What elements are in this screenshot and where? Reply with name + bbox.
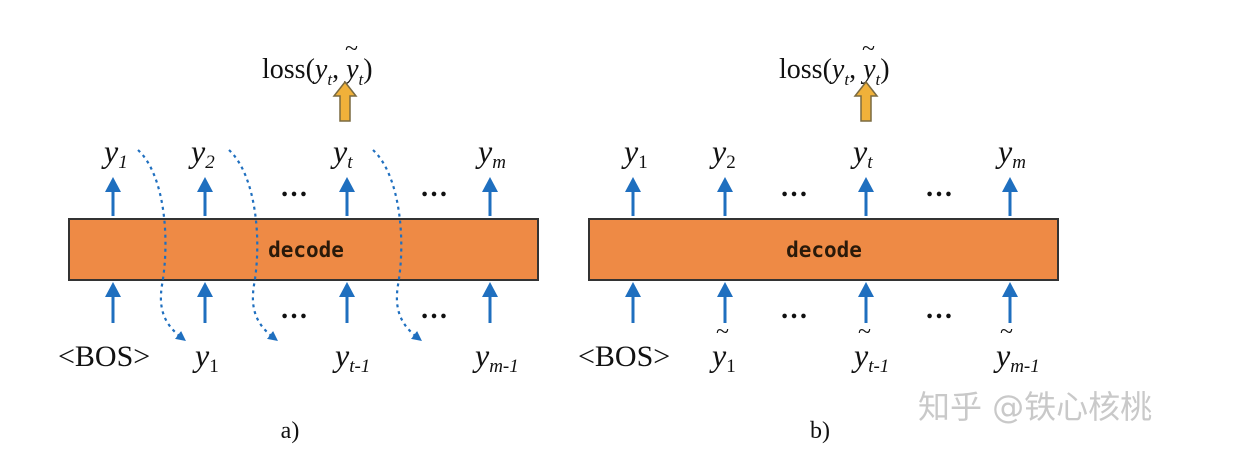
input-label-bos: <BOS> <box>58 340 150 373</box>
up-arrow-icon <box>339 282 355 297</box>
ellipsis-bottom-2: … <box>925 294 953 325</box>
input-tilde-m-1: ~ <box>1000 319 1013 345</box>
up-arrow-icon <box>858 282 874 297</box>
loss-pred-tilde: ~ <box>862 36 875 62</box>
loss-arrow-icon <box>332 80 358 122</box>
input-tilde-1: ~ <box>716 319 729 345</box>
ellipsis-bottom-1: … <box>280 294 308 325</box>
ellipsis-bottom-2: … <box>420 294 448 325</box>
up-arrow-icon <box>625 282 641 297</box>
ellipsis-top-2: … <box>420 172 448 203</box>
panel-b: loss(yt, yt) ~ y1 y2 yt ym … … decode <box>578 36 1059 444</box>
decoder-bar <box>588 218 1059 281</box>
output-label-yt: yt <box>330 133 353 173</box>
watermark: 知乎 @铁心核桃 <box>918 388 1152 426</box>
output-label-y2: y2 <box>188 133 215 173</box>
input-label-bos: <BOS> <box>578 340 670 373</box>
loss-label: loss(yt, yt) <box>262 54 373 89</box>
output-label-ym: ym <box>475 133 506 173</box>
input-label-y1-tilde: y1 <box>709 337 736 377</box>
ellipsis-top-1: … <box>780 172 808 203</box>
up-arrow-icon <box>482 282 498 297</box>
dotted-curved-arrow-icon <box>137 149 186 342</box>
caption-a: a) <box>281 418 300 444</box>
input-label-ym-1-tilde: ym-1 <box>993 337 1040 377</box>
up-arrow-icon <box>717 282 733 297</box>
loss-arrow-icon <box>853 80 879 122</box>
decoder-label: decode <box>786 238 862 262</box>
up-arrow-icon <box>105 177 121 192</box>
input-label-yt-1-tilde: yt-1 <box>851 337 889 377</box>
input-label-ym-1: ym-1 <box>472 337 519 377</box>
up-arrow-icon <box>339 177 355 192</box>
loss-label: loss(yt, yt) <box>779 54 890 89</box>
dotted-curved-arrow-icon <box>228 149 278 342</box>
input-label-y1: y1 <box>192 337 219 377</box>
up-arrow-icon <box>625 177 641 192</box>
ellipsis-top-1: … <box>280 172 308 203</box>
input-label-yt-1: yt-1 <box>332 337 370 377</box>
ellipsis-bottom-1: … <box>780 294 808 325</box>
up-arrow-icon <box>717 177 733 192</box>
output-label-y1: y1 <box>621 133 648 173</box>
loss-pred-tilde: ~ <box>345 36 358 62</box>
up-arrow-icon <box>1002 282 1018 297</box>
ellipsis-top-2: … <box>925 172 953 203</box>
up-arrow-icon <box>105 282 121 297</box>
decoder-bar <box>68 218 539 281</box>
up-arrow-icon <box>858 177 874 192</box>
up-arrow-icon <box>482 177 498 192</box>
output-label-yt: yt <box>850 133 873 173</box>
decoder-label: decode <box>268 238 344 262</box>
dotted-curved-arrow-icon <box>372 149 422 342</box>
output-label-y2: y2 <box>709 133 736 173</box>
panel-a: loss(yt, yt) ~ y1 y2 yt ym … … decode <box>58 36 539 444</box>
up-arrow-icon <box>1002 177 1018 192</box>
output-label-ym: ym <box>995 133 1026 173</box>
input-tilde-t-1: ~ <box>858 319 871 345</box>
output-label-y1: y1 <box>101 133 128 173</box>
caption-b: b) <box>810 418 830 444</box>
up-arrow-icon <box>197 177 213 192</box>
up-arrow-icon <box>197 282 213 297</box>
